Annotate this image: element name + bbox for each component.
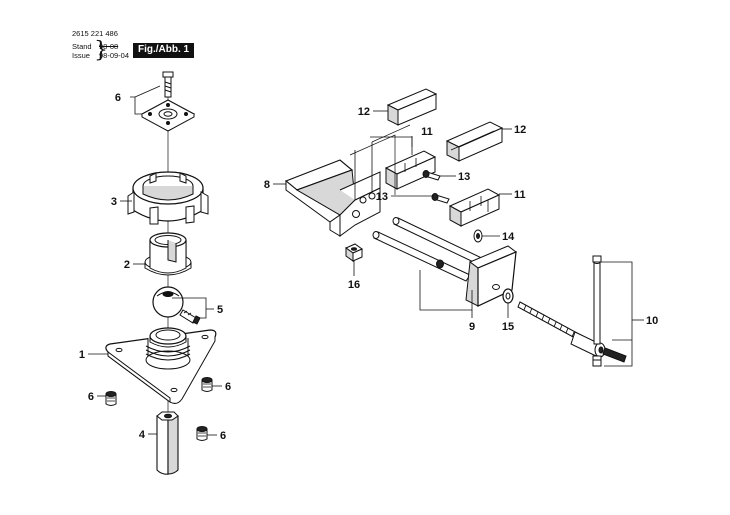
part-6-foot-left — [105, 391, 117, 406]
callout-13-lower: 13 — [376, 191, 388, 203]
part-5-ball-joint — [152, 286, 201, 325]
callout-6-right: 6 — [225, 381, 231, 393]
part-12-jaw-pad-upper — [386, 88, 438, 126]
callout-5: 5 — [217, 304, 223, 316]
leader-lines — [88, 85, 644, 436]
callout-15: 15 — [502, 321, 514, 333]
part-6-foot-bottom — [196, 426, 208, 441]
callout-7: 6 — [115, 92, 121, 104]
callout-6-bottom: 6 — [220, 430, 226, 442]
part-15-washer — [502, 288, 514, 304]
part-13-screw-upper — [422, 170, 441, 181]
part-11-jaw-holder-lower — [448, 188, 501, 227]
callout-4: 4 — [139, 429, 146, 441]
issue-value: 98-09-04 — [99, 51, 130, 60]
part-14-lock-washer — [473, 229, 483, 243]
callout-13-upper: 13 — [458, 171, 470, 183]
part-10-handle-pin — [592, 255, 602, 367]
part-4-hex-rod — [156, 411, 179, 475]
part-11-jaw-holder-upper — [384, 150, 437, 190]
callout-2: 2 — [124, 259, 130, 271]
callout-6-left: 6 — [88, 391, 94, 403]
part-3-ring-nut — [127, 171, 209, 225]
part-12-jaw-pad-right — [445, 121, 504, 162]
stand-label: Stand — [72, 42, 92, 51]
callout-10: 10 — [646, 315, 658, 327]
part-7-screw-plate — [140, 71, 196, 132]
callout-11-upper: 11 — [421, 126, 433, 138]
part-6-foot-right — [201, 377, 213, 392]
callout-3: 3 — [111, 196, 117, 208]
callout-16: 16 — [348, 279, 360, 291]
issue-label: Issue — [72, 51, 90, 60]
callout-12-upper: 12 — [358, 106, 370, 118]
callout-8: 8 — [264, 179, 270, 191]
part-13-screw-lower — [431, 193, 450, 204]
callout-14: 14 — [502, 231, 515, 243]
part-1-triangular-base — [105, 327, 217, 404]
part-10-spindle — [517, 301, 627, 363]
part-2-sleeve — [144, 232, 192, 276]
callout-numbers: 6 3 2 5 1 6 6 6 4 8 12 12 11 11 13 13 14… — [79, 92, 658, 442]
callout-1: 1 — [79, 349, 85, 361]
callout-11-lower: 11 — [514, 189, 526, 201]
figure-label: Fig./Abb. 1 — [133, 43, 195, 58]
part-16-square-nut — [344, 243, 364, 262]
part-8-fixed-jaw — [284, 124, 411, 237]
callout-12-right: 12 — [514, 124, 526, 136]
document-number: 2615 221 486 — [72, 29, 118, 38]
bracket-glyph: } — [94, 38, 108, 63]
callout-9: 9 — [469, 321, 475, 333]
stand-value: 98-08 — [99, 42, 119, 51]
